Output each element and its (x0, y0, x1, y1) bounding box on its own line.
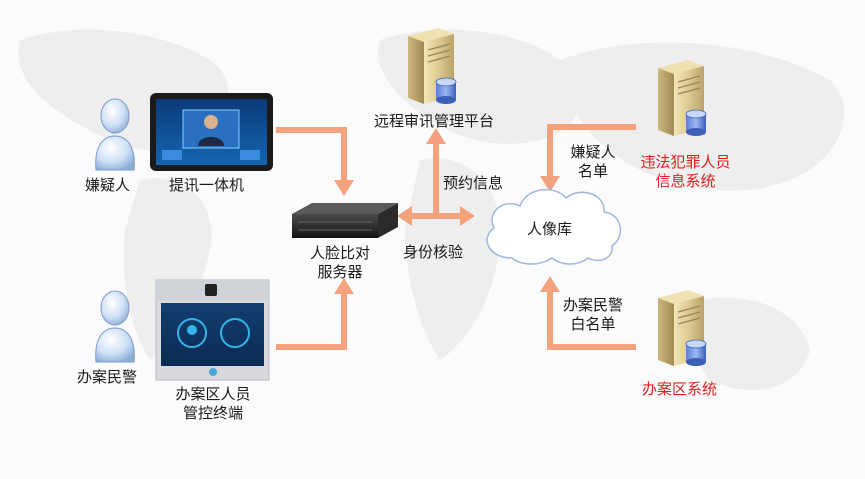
interrogation-terminal-label: 提讯一体机 (169, 176, 245, 194)
officer-person-icon (95, 290, 135, 363)
suspect-list-label: 嫌疑人名单 (570, 143, 616, 180)
arrowhead (334, 278, 354, 294)
control-terminal-label: 办案区人员管控终端 (175, 385, 251, 422)
arrow-office-system-to-db (547, 290, 636, 350)
suspect-label: 嫌疑人 (85, 176, 131, 194)
control-kiosk-icon (155, 279, 270, 381)
arrow-crime-system-to-db (547, 124, 636, 178)
portrait-db-label: 人像库 (527, 220, 573, 238)
reservation-info-label: 预约信息 (443, 174, 504, 192)
face-server-label: 人脸比对服务器 (309, 244, 370, 281)
office-system-server-icon (657, 289, 707, 367)
crime-system-server-icon (657, 59, 707, 137)
identity-check-label: 身份核验 (403, 243, 464, 261)
arrowhead (426, 128, 446, 144)
arrowhead (397, 206, 412, 226)
cloud-icon (486, 188, 622, 265)
arrow-terminal-to-server (276, 127, 347, 182)
connection-arrows (276, 124, 636, 350)
officer-whitelist-label: 办案民警白名单 (562, 296, 623, 333)
crime-system-label: 违法犯罪人员信息系统 (640, 153, 731, 190)
office-system-label: 办案区系统 (642, 380, 718, 398)
remote-platform-label: 远程审讯管理平台 (374, 112, 495, 130)
arrowhead (460, 206, 475, 226)
rack-server-icon (292, 203, 398, 238)
tablet-terminal-icon (150, 93, 273, 171)
arrowhead (334, 180, 354, 196)
arrowhead (540, 276, 560, 292)
remote-platform-server-icon (407, 27, 457, 105)
arrowhead (540, 176, 560, 192)
officer-label: 办案民警 (77, 368, 138, 386)
arrow-kiosk-to-server (276, 292, 347, 350)
arrow-heads (334, 128, 560, 294)
